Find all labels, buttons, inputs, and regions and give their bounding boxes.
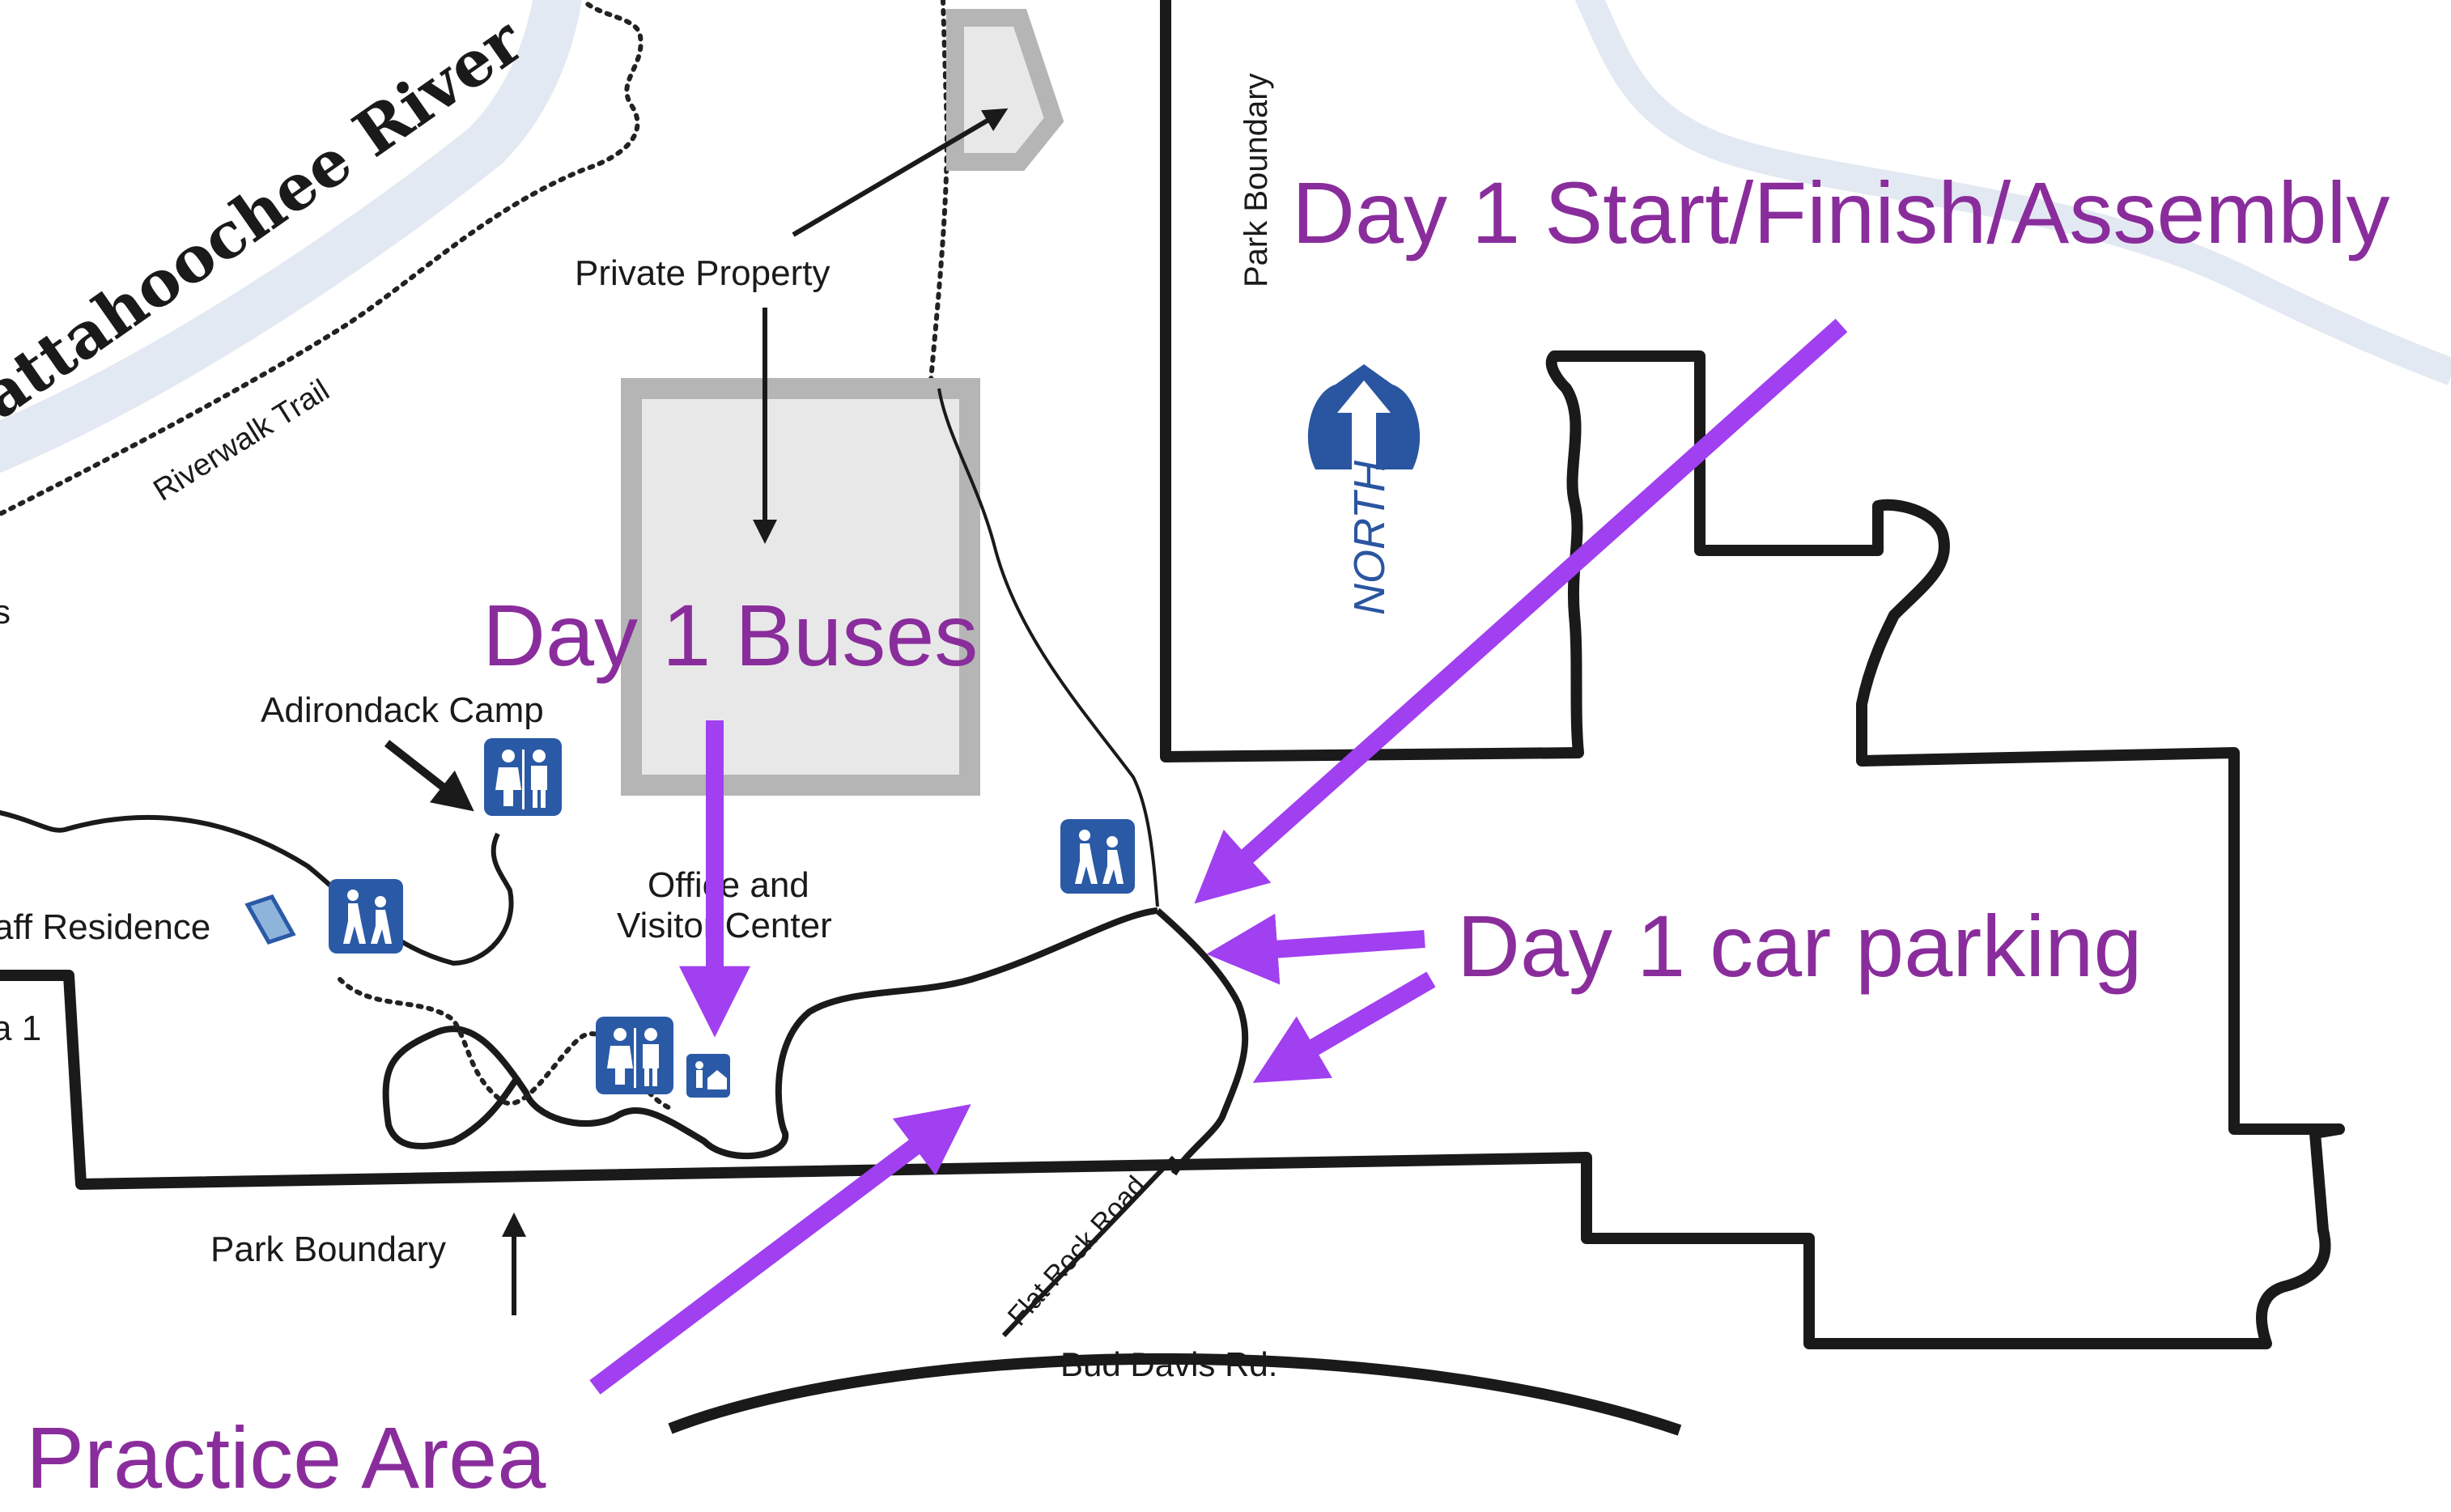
ranger-station-icon (686, 1054, 730, 1098)
hiking-icon (329, 879, 403, 953)
private-property-label: Private Property (575, 253, 830, 293)
riverwalk-label: Riverwalk Trail (148, 373, 336, 508)
park-boundary-bottom-label: Park Boundary (210, 1230, 446, 1269)
north-arrow-icon: NORTH (1307, 364, 1421, 615)
practice-area-label: Practice Area (26, 1408, 546, 1506)
restroom-icon (484, 738, 562, 816)
start-finish-label: Day 1 Start/Finish/Assembly (1292, 164, 2389, 261)
hiking-icon (1060, 819, 1135, 894)
park-boundary-top-label: Park Boundary (1238, 73, 1274, 287)
river-water (0, 0, 582, 474)
car-parking-label: Day 1 car parking (1457, 897, 2142, 995)
flat-rock-road (1001, 1155, 1176, 1338)
private-property-building (946, 9, 1064, 171)
north-label: NORTH (1345, 460, 1394, 615)
east-trail (928, 0, 950, 383)
car-parking-arrow-1 (1206, 913, 1425, 985)
office-label-line2: Visitor Center (617, 906, 832, 945)
access-road (937, 388, 1159, 907)
bud-davis-road (668, 1353, 1682, 1436)
staff-residence-label: aff Residence (0, 907, 210, 947)
river-label: attahoochee River (0, 4, 537, 434)
parking-lot (1155, 907, 1249, 1176)
flat-rock-road-label: Flat Rock Road (1002, 1170, 1152, 1332)
shelter-icon (244, 894, 296, 945)
private-property-pointer (792, 108, 1009, 237)
practice-area-arrow (589, 1104, 971, 1395)
left-edge-label-1: a 1 (0, 1009, 41, 1048)
adirondack-label: Adirondack Camp (261, 690, 544, 730)
office-building (621, 378, 980, 796)
adirondack-pointer (384, 740, 474, 812)
riverwalk-trail (0, 0, 644, 517)
buses-label: Day 1 Buses (482, 586, 978, 684)
left-edge-label-2: s (0, 592, 11, 631)
creek-water (1574, 0, 2451, 385)
start-finish-arrow (1194, 318, 1848, 904)
bud-davis-label: Bud Davis Rd. (1060, 1345, 1277, 1383)
restroom-icon (596, 1017, 673, 1094)
office-label-line1: Office and (648, 865, 809, 905)
parking-loop (382, 907, 1158, 1160)
car-parking-arrow-2 (1252, 971, 1436, 1083)
